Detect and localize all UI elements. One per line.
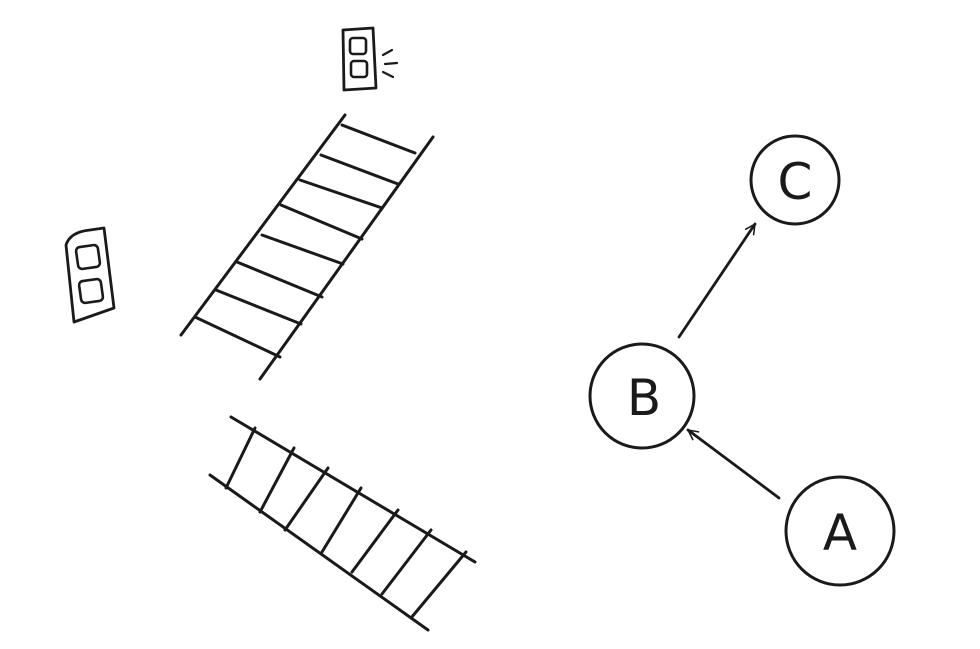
node-b: B	[588, 342, 696, 450]
node-c-label: C	[778, 153, 813, 211]
node-b-label: B	[627, 369, 661, 427]
node-a-label: A	[823, 504, 857, 562]
edge-a-to-b	[686, 428, 781, 500]
node-a: A	[784, 475, 896, 587]
node-c: C	[749, 134, 841, 226]
traffic-light-top	[341, 26, 399, 92]
traffic-light-icon	[64, 226, 116, 324]
crosswalk-lower	[208, 415, 477, 632]
traffic-light-left	[64, 226, 116, 324]
traffic-light-icon	[341, 26, 378, 92]
edge-b-to-c	[677, 222, 757, 339]
crosswalk-upper	[179, 113, 435, 381]
graph: C B A	[588, 134, 896, 587]
signal-lines	[381, 48, 399, 79]
